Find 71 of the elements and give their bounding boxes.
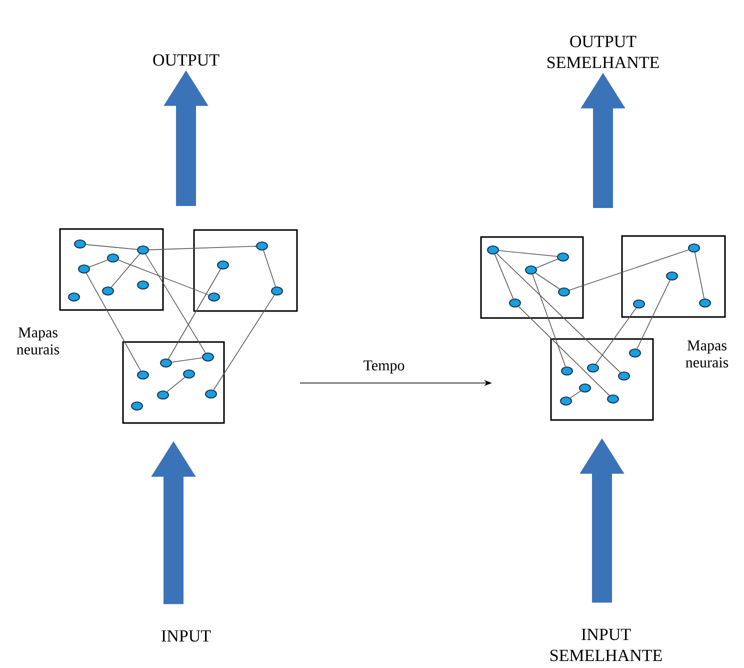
heading: OUTPUT [153,54,220,66]
connection-line [88,260,108,268]
neuron-dot [205,390,217,398]
neuron-dot [256,242,268,250]
neural-map-box [621,235,726,318]
connection-line [213,294,275,390]
neuron-dot [157,390,169,400]
connection-line [535,272,560,290]
neuron-dot [633,300,645,308]
neuron-dot [107,254,119,262]
connection-line [168,268,222,360]
neuron-dot [208,292,220,302]
connection-line [86,244,138,250]
connection-line [145,254,206,354]
text-label: Tempo [364,360,404,374]
text-label: Mapas neurais [16,328,60,354]
neuron-dot [131,402,143,410]
neuron-dot [137,280,149,290]
neuron-dot [271,286,283,296]
neuron-dot [629,348,641,358]
neuron-dot [74,240,86,248]
heading: OUTPUT SEMELHANTE [548,36,659,68]
neural-map-box [193,229,298,312]
connection-line [532,274,566,368]
connection-line [595,308,637,364]
text-label: Mapas neurais [686,340,728,368]
neuron-dot [160,358,172,368]
neuron-dot [699,298,711,308]
neuron-dot [561,366,573,376]
connection-line [148,246,256,250]
connection-line [498,250,558,257]
connection-line [570,390,581,398]
neuron-dot [560,396,572,406]
neuron-dot [607,394,619,404]
heading: INPUT SEMELHANTE [550,628,662,662]
neuron-dot [688,244,700,252]
connection-line [166,376,186,392]
neuron-dot [78,264,90,274]
neuron-dot [618,372,630,380]
connection-line [536,258,558,268]
neuron-dot [217,260,229,270]
connection-line [518,306,610,396]
connection-line [172,357,203,363]
connection-line [496,253,621,373]
neuron-dot [509,298,521,308]
neural-map-box [59,228,164,311]
neuron-dot [579,384,591,392]
neuron-dot [666,272,678,280]
neuron-dot [137,370,149,380]
connection-line [86,272,142,372]
connection-line [694,252,705,299]
neuron-dot [487,246,499,254]
neuron-dot [183,370,195,378]
neuron-dot [137,246,149,254]
neural-map-box [480,236,584,319]
connection-line [636,280,670,350]
neuron-dot [557,252,569,262]
neural-map-box [122,341,225,424]
connection-line [263,250,276,288]
neuron-dot [102,286,114,296]
neuron-dot [68,292,80,302]
neuron-dot [525,266,537,274]
connection-line [110,253,140,288]
connection-line [569,249,689,291]
neuron-dot [202,352,214,362]
neuron-dot [587,364,599,372]
connection-line [494,254,514,300]
neural-map-box [550,338,654,421]
neuron-dot [558,288,570,296]
heading: INPUT [162,630,211,642]
connection-line [118,260,210,296]
